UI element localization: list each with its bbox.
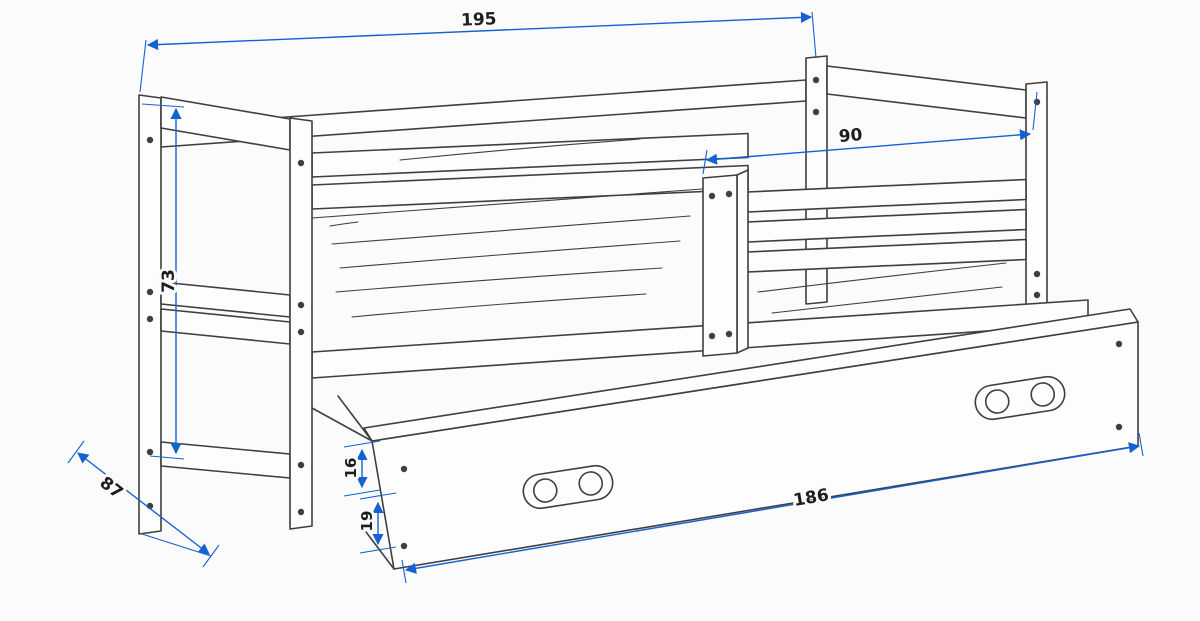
bed-frame xyxy=(160,55,1089,442)
screw-dot xyxy=(146,136,154,144)
screw-dot xyxy=(725,330,733,338)
guard-post-front xyxy=(702,174,738,357)
screw-dot xyxy=(1115,423,1123,431)
screw-dot xyxy=(1115,340,1123,348)
headboard xyxy=(138,94,313,535)
screw-dot xyxy=(725,190,733,198)
screw-dot xyxy=(708,192,716,200)
screw-dot xyxy=(146,288,154,296)
screw-dot xyxy=(708,332,716,340)
drawer-runner-line xyxy=(311,407,373,442)
screw-dot xyxy=(297,508,305,516)
screw-dot xyxy=(400,465,408,473)
dim-label-73: 73 xyxy=(159,269,179,293)
dim-label-87: 87 xyxy=(96,473,127,503)
dimension-drawer-front: 19 xyxy=(355,492,397,554)
screw-dot xyxy=(1033,291,1041,299)
guard-post-side xyxy=(736,169,749,354)
guard-slat-3 xyxy=(746,238,1027,273)
dimension-length-top: 195 xyxy=(139,6,817,93)
headboard-front-post xyxy=(289,117,313,530)
guard-slat-2 xyxy=(746,208,1027,243)
dim-label-195: 195 xyxy=(461,9,497,30)
screw-dot xyxy=(1033,270,1041,278)
screw-dot xyxy=(146,448,154,456)
headboard-bottom-bar xyxy=(160,441,291,479)
headboard-back-post xyxy=(138,94,162,535)
dim-label-16: 16 xyxy=(342,458,360,479)
screw-dot xyxy=(146,315,154,323)
screw-dot xyxy=(297,159,305,167)
drawer-side-top-line xyxy=(337,395,373,442)
screw-dot xyxy=(812,76,820,84)
handle-slot xyxy=(974,375,1066,421)
screw-dot xyxy=(297,301,305,309)
screw-dot xyxy=(400,542,408,550)
dimension-drawer-gap: 16 xyxy=(339,440,381,497)
drawer-handle-right xyxy=(974,375,1066,421)
footboard-top-bar xyxy=(826,65,1027,119)
drawer-side-bottom-line xyxy=(359,523,395,570)
guard-rail xyxy=(702,169,1027,357)
screw-dot xyxy=(812,108,820,116)
screw-dot xyxy=(297,461,305,469)
dim-label-90: 90 xyxy=(838,125,863,147)
dim-label-19: 19 xyxy=(358,511,376,532)
guard-slat-1 xyxy=(746,178,1027,213)
handle-hole-right xyxy=(1030,382,1056,407)
screw-dot xyxy=(297,328,305,336)
mattress-sketch xyxy=(311,138,1007,318)
screw-dot xyxy=(1033,98,1041,106)
handle-hole-left xyxy=(984,389,1010,414)
dimension-guard-rail: 90 xyxy=(702,91,1038,175)
drawer-top-edge xyxy=(363,308,1139,442)
